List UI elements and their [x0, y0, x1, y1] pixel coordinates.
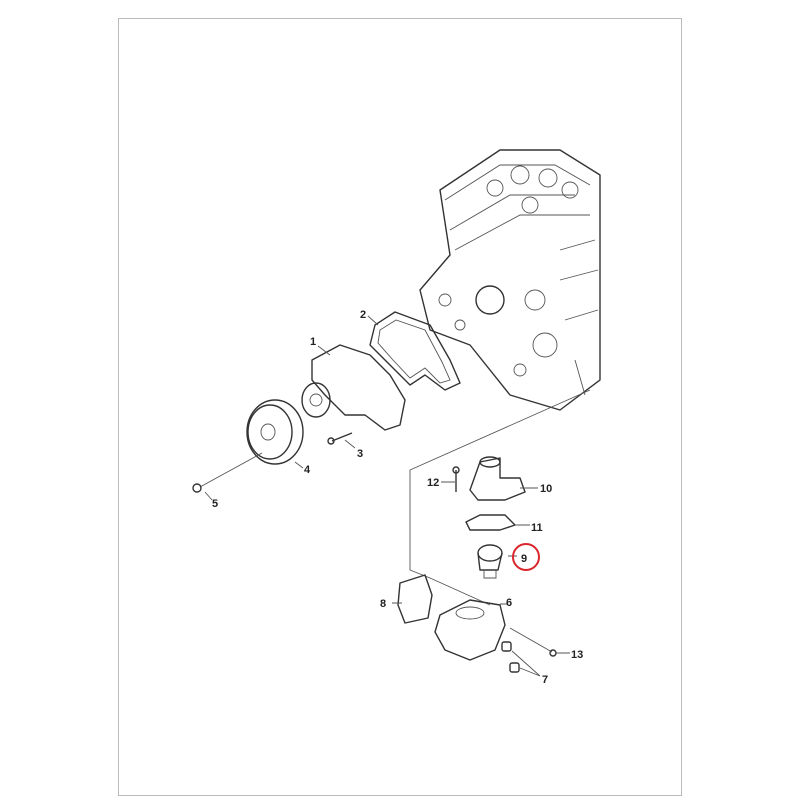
- callout-10: 10: [540, 483, 552, 495]
- part-2-gasket: [369, 311, 461, 391]
- callout-4: 4: [304, 464, 311, 476]
- engine-block: [419, 149, 601, 411]
- part-11-gasket: [465, 514, 516, 531]
- callout-13: 13: [571, 649, 583, 661]
- highlight-circle: [512, 543, 540, 571]
- callout-7: 7: [542, 674, 548, 686]
- part-5-bolt: [192, 483, 202, 493]
- callout-3: 3: [357, 448, 363, 460]
- callout-1: 1: [310, 336, 316, 348]
- callout-9: 9: [521, 553, 527, 565]
- part-4-pulley: [246, 399, 304, 465]
- callout-2: 2: [360, 309, 366, 321]
- callout-5: 5: [212, 498, 218, 510]
- callout-12: 12: [427, 477, 439, 489]
- part-10-housing-cover: [469, 456, 526, 501]
- callout-6: 6: [506, 597, 512, 609]
- callout-11: 11: [531, 522, 543, 534]
- part-6-housing: [434, 599, 506, 661]
- part-9-thermostat: [477, 544, 503, 579]
- callout-8: 8: [380, 598, 386, 610]
- diagram-frame: [118, 18, 682, 796]
- part-3-bolt: [331, 432, 353, 442]
- part-1-water-pump: [301, 344, 406, 431]
- part-8-gasket: [397, 574, 433, 624]
